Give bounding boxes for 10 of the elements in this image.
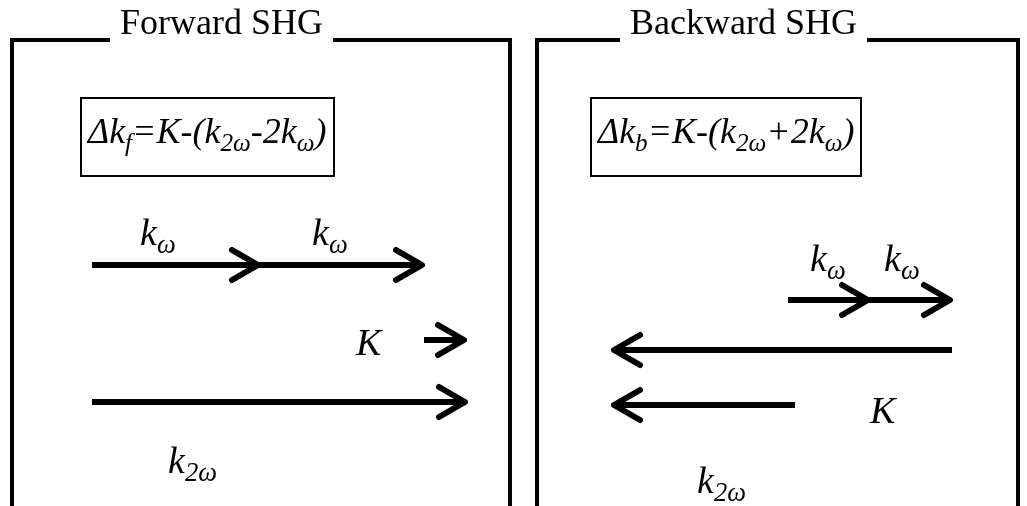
vector-label: K <box>356 322 382 362</box>
formula-box: Δk$_{b}$=K-(k$_{2ω}$+2k$_{ω}$) <box>590 97 863 177</box>
vector-label: k$_{ω}$ <box>810 238 846 287</box>
vector-label: k$_{ω}$ <box>140 212 176 261</box>
vector-label: K <box>870 390 896 430</box>
vector-label: k$_{2ω}$ <box>697 460 746 506</box>
vector-label: k$_{2ω}$ <box>168 440 217 489</box>
formula-box: Δk$_{f}$=K-(k$_{2ω}$-2k$_{ω}$) <box>80 97 335 177</box>
vector-label: k$_{ω}$ <box>312 212 348 261</box>
vector-label: k$_{ω}$ <box>884 238 920 287</box>
